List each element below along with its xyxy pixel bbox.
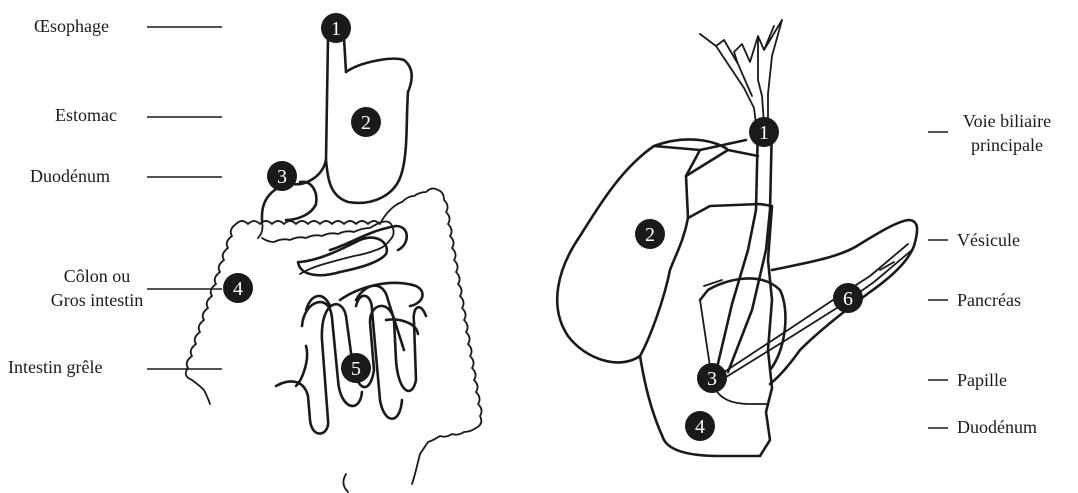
left-badge-5: 5 [341,353,371,383]
left-badge-2: 2 [351,107,381,137]
svg-text:1: 1 [759,122,769,144]
right-badge-6: 6 [833,283,863,313]
right-badge-2: 2 [635,219,665,249]
right-leader-lines [928,132,948,428]
svg-text:2: 2 [645,224,655,246]
biliary-pancreas-drawing [557,20,917,456]
right-badge-4: 4 [685,411,715,441]
left-badge-3: 3 [267,161,297,191]
svg-text:4: 4 [233,278,243,300]
pancreatic-duct [718,244,912,382]
digestive-tract-drawing [186,38,482,492]
left-leader-lines [147,27,222,369]
gallbladder-outline [557,139,758,362]
colon-outline [236,188,482,484]
svg-text:3: 3 [277,166,287,188]
bile-duct-tree [700,20,782,124]
common-bile-duct [716,124,772,372]
oesophagus-outline [326,38,346,160]
right-badge-1: 1 [749,117,779,147]
svg-text:5: 5 [351,358,361,380]
svg-text:3: 3 [707,368,717,390]
right-badge-3: 3 [697,363,727,393]
left-badge-4: 4 [223,273,253,303]
svg-text:1: 1 [331,18,341,40]
svg-text:2: 2 [361,112,371,134]
svg-text:4: 4 [695,416,705,438]
svg-text:6: 6 [843,288,853,310]
stomach-outline [292,59,412,203]
left-badge-1: 1 [321,13,351,43]
